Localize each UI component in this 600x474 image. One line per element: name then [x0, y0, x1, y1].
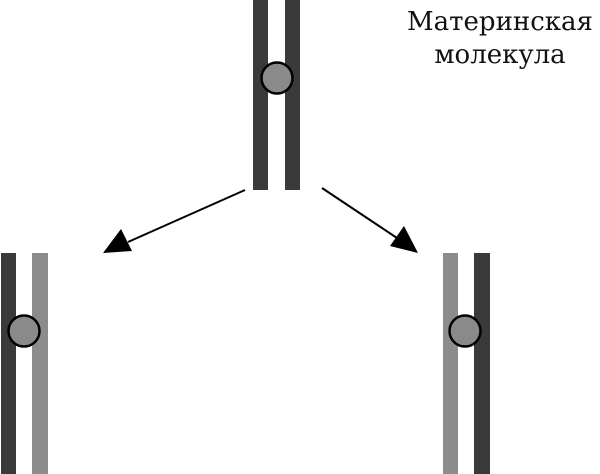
left-new-strand	[32, 253, 48, 474]
right-new-strand	[443, 253, 458, 474]
parent-strand-left	[253, 0, 268, 190]
left-origin-circle	[7, 314, 41, 348]
label-line-1: Материнская	[407, 7, 593, 37]
right-origin-circle	[448, 314, 482, 348]
daughter-molecule-right	[443, 253, 490, 474]
arrow-left-icon	[103, 189, 246, 253]
label-line-2: молекула	[434, 40, 566, 70]
parent-strand-right	[285, 0, 300, 190]
arrow-right-icon	[321, 187, 418, 253]
right-old-strand	[474, 253, 490, 474]
parent-molecule	[253, 0, 300, 190]
left-old-strand	[1, 253, 16, 474]
parent-origin-circle	[260, 61, 294, 95]
parent-molecule-label: Материнская молекула	[400, 6, 600, 72]
daughter-molecule-left	[1, 253, 48, 474]
